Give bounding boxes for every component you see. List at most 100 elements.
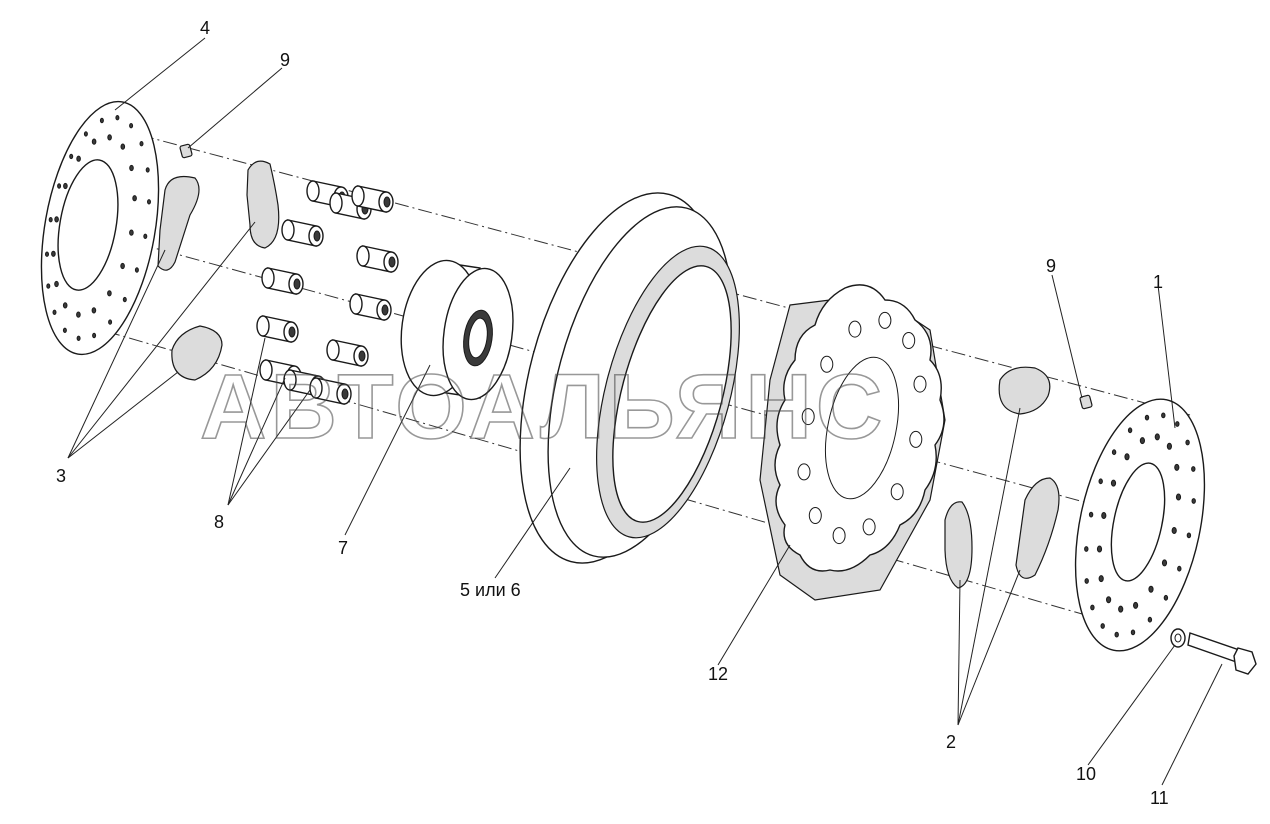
bolt-hole — [1161, 412, 1166, 419]
sprocket-hole — [862, 518, 876, 536]
sprocket-hole — [801, 408, 815, 426]
bolt-hole — [120, 262, 125, 270]
bushing — [356, 245, 399, 273]
bolt-hole — [1084, 578, 1089, 584]
sprocket-hole — [808, 507, 822, 524]
bolt-hole — [1147, 616, 1153, 623]
bolt-hole — [1088, 511, 1094, 518]
bolt-hole — [1148, 585, 1154, 593]
housing-ring — [519, 192, 740, 564]
callout-3: 3 — [56, 466, 66, 486]
bolt-hole — [91, 138, 97, 145]
bolt-hole — [54, 216, 59, 223]
bolt-hole — [76, 311, 81, 318]
bolt-hole — [122, 296, 127, 303]
bolt-hole — [115, 115, 120, 121]
bolt-hole — [1144, 414, 1150, 421]
hub — [400, 259, 514, 401]
bolt-hole — [1127, 427, 1133, 434]
callout-9-right: 9 — [1046, 256, 1056, 276]
bolt-hole — [1171, 527, 1177, 534]
bolt-hole — [54, 280, 59, 288]
bolt-hole — [1114, 631, 1119, 638]
bolt-hole — [1118, 605, 1124, 613]
bushing — [261, 267, 304, 295]
bolt-hole — [63, 182, 68, 190]
bolt-hole — [83, 131, 88, 137]
bolt-hole — [76, 155, 81, 162]
bushing — [309, 377, 352, 405]
bolt-hole — [1084, 546, 1089, 552]
bolt-hole — [62, 327, 67, 333]
bolt-hole — [1100, 623, 1105, 629]
bolt-hole — [1111, 449, 1117, 456]
bolt-hole — [1175, 493, 1182, 501]
bushing — [256, 315, 299, 343]
bolt-hole — [1191, 466, 1196, 472]
bolt-hole — [1139, 437, 1146, 445]
bolt-hole — [1090, 604, 1095, 611]
bolt-hole — [1174, 463, 1180, 471]
bolt-hole — [92, 332, 97, 339]
callout-2: 2 — [946, 732, 956, 752]
bushing — [329, 192, 372, 220]
bolt-hole — [1096, 545, 1103, 553]
bolt-hole — [1106, 596, 1112, 604]
bolt-hole — [76, 335, 81, 341]
sprocket — [759, 284, 946, 601]
pin-right — [1079, 394, 1093, 410]
bolt-hole — [108, 319, 113, 325]
callout-1: 1 — [1153, 272, 1163, 292]
bolt-hole — [107, 290, 112, 297]
bolt-hole — [1124, 453, 1130, 461]
bolt-hole — [107, 134, 112, 141]
callout-10: 10 — [1076, 764, 1096, 784]
bushing — [281, 219, 324, 247]
bolt — [1187, 632, 1257, 675]
bolt-hole — [1154, 433, 1160, 441]
sprocket-hole — [820, 355, 834, 373]
leader-lines — [67, 37, 1223, 786]
bolt-hole — [1130, 629, 1136, 636]
bolt-hole — [1177, 565, 1182, 572]
bolt-hole — [139, 141, 144, 147]
bolt-hole — [48, 217, 53, 223]
bolt-hole — [52, 309, 57, 315]
bolt-hole — [132, 195, 137, 202]
callout-8: 8 — [214, 512, 224, 532]
plates-left — [157, 160, 280, 381]
washer — [1170, 628, 1186, 648]
bushing — [326, 339, 369, 367]
rubber-bushings — [256, 180, 399, 405]
bolt-hole — [147, 199, 151, 205]
bolt-hole — [1098, 575, 1104, 583]
bolt-hole — [1101, 512, 1107, 519]
sprocket-hole — [902, 332, 916, 349]
bolt-hole — [1185, 439, 1190, 446]
callout-9-left: 9 — [280, 50, 290, 70]
bolt-hole — [45, 251, 49, 257]
bolt-hole — [129, 229, 134, 236]
bolt-hole — [1133, 601, 1139, 609]
bolt-hole — [1166, 442, 1173, 450]
sprocket-hole — [890, 483, 904, 501]
bolt-hole — [120, 143, 126, 150]
sprocket-hole — [909, 430, 923, 448]
bolt-hole — [1163, 594, 1169, 601]
bolt-hole — [91, 307, 97, 314]
sprocket-hole — [832, 527, 846, 545]
bushing — [351, 185, 394, 213]
sprocket-hole — [913, 375, 927, 393]
bolt-hole — [1110, 479, 1117, 487]
callout-labels: 4 9 9 1 3 8 7 5 или 6 12 2 10 11 — [56, 18, 1169, 808]
callout-11: 11 — [1150, 788, 1169, 808]
sprocket-hole — [848, 320, 862, 338]
bolt-hole — [1175, 421, 1180, 427]
bolt-hole — [143, 233, 148, 240]
bolt-hole — [51, 250, 56, 257]
bolt-hole — [145, 167, 150, 173]
callout-7: 7 — [338, 538, 348, 558]
bolt-hole — [129, 123, 134, 129]
